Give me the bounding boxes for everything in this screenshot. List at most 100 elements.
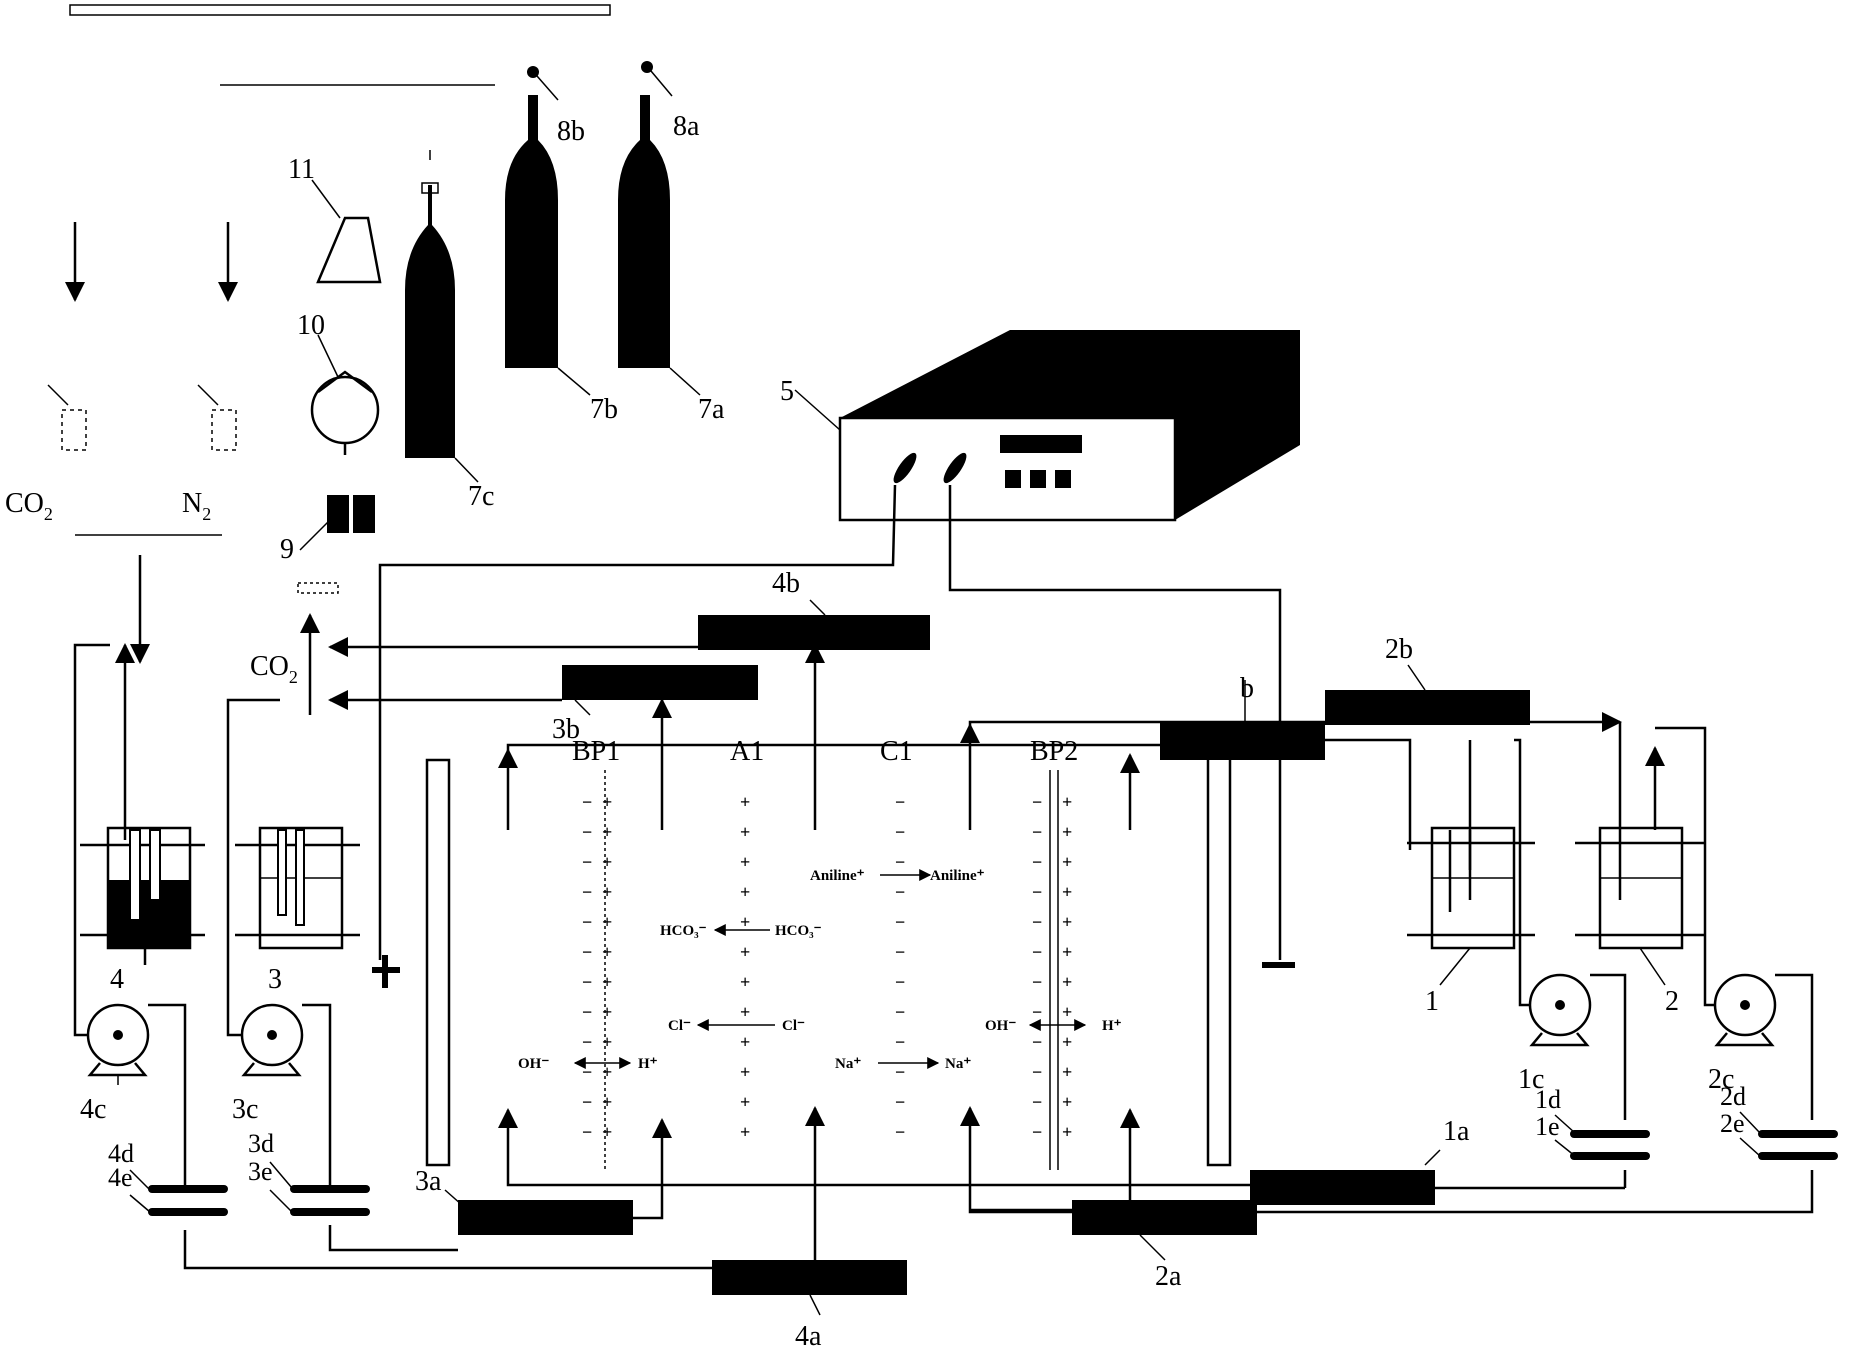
svg-text:+: +: [740, 942, 750, 962]
tank4-pipe-a: [129, 829, 141, 921]
svg-text:−: −: [895, 972, 905, 992]
label-2a: 2a: [1155, 1261, 1182, 1292]
label-2e: 2e: [1720, 1109, 1745, 1138]
label-4b: 4b: [772, 568, 800, 599]
svg-text:+: +: [602, 852, 612, 872]
flowmeter-2a: [1072, 1200, 1257, 1235]
svg-text:−: −: [1032, 792, 1042, 812]
svg-text:+: +: [1062, 1092, 1072, 1112]
positive-wire: [378, 484, 897, 960]
ion-hco3-right: HCO₃⁻: [775, 923, 822, 939]
c1-charges: −−− −−− −−− −−−: [895, 792, 905, 1142]
tank-3-icon: [258, 826, 344, 950]
svg-text:−: −: [582, 1122, 592, 1142]
label-2c: 2c: [1708, 1064, 1734, 1095]
svg-text:−: −: [895, 852, 905, 872]
line-to-2a: [968, 1210, 1072, 1214]
svg-text:−: −: [1032, 852, 1042, 872]
svg-text:−: −: [582, 1062, 592, 1082]
line-3a-to-stack: [633, 1180, 664, 1220]
svg-text:−: −: [1032, 972, 1042, 992]
svg-text:−: −: [895, 1122, 905, 1142]
label-4e: 4e: [108, 1163, 133, 1192]
power-supply-buttons: [1005, 470, 1071, 488]
power-terminal-positive[interactable]: [890, 450, 920, 486]
pump-1c-icon: [1528, 973, 1592, 1037]
pump-3c-outlet: [302, 1003, 332, 1190]
label-2: 2: [1665, 986, 1679, 1017]
pump-1c-base: [1529, 1032, 1590, 1047]
pump-1c-hub: [1555, 1000, 1565, 1010]
svg-text:−: −: [1032, 882, 1042, 902]
leader-3a: [444, 1189, 463, 1206]
power-supply-display: [1000, 435, 1082, 453]
label-4c: 4c: [80, 1094, 106, 1125]
label-11: 11: [288, 154, 315, 185]
pump-1c-outlet: [1590, 973, 1627, 1120]
valve-2d: [1758, 1130, 1838, 1138]
tank3-outlet-left: [226, 698, 280, 985]
ion-cl-left: Cl⁻: [668, 1018, 691, 1034]
valve-3d: [290, 1185, 370, 1193]
co2-gas-label: CO2: [5, 488, 53, 524]
svg-text:−: −: [582, 942, 592, 962]
svg-text:+: +: [602, 822, 612, 842]
svg-text:−: −: [582, 912, 592, 932]
svg-text:−: −: [1032, 1062, 1042, 1082]
svg-text:+: +: [1062, 1062, 1072, 1082]
cylinder-7c-icon: [405, 185, 455, 458]
label-9: 9: [280, 534, 294, 565]
block-9a: [327, 495, 349, 533]
leader-7c: [454, 457, 479, 483]
line-b-to-tank1: [1325, 738, 1412, 840]
svg-text:−: −: [895, 1092, 905, 1112]
svg-text:+: +: [1062, 942, 1072, 962]
svg-text:+: +: [1062, 1002, 1072, 1022]
co2-outlet-icon: [297, 582, 339, 594]
label-8a: 8a: [673, 111, 700, 142]
svg-text:+: +: [602, 972, 612, 992]
cylinder-7c-valve: [421, 182, 439, 194]
label-4: 4: [110, 964, 124, 995]
label-7a: 7a: [698, 394, 725, 425]
pump-4c-inlet: [73, 980, 88, 1037]
label-8b: 8b: [557, 116, 585, 147]
svg-text:+: +: [1062, 1122, 1072, 1142]
membrane-label-bp1: BP1: [572, 736, 620, 767]
tank-1-icon: [1430, 826, 1516, 950]
svg-text:−: −: [895, 792, 905, 812]
flowmeter-3a: [458, 1200, 633, 1235]
flowmeter-b: [1160, 722, 1325, 760]
svg-text:+: +: [740, 852, 750, 872]
leader-3d: [269, 1161, 293, 1189]
ion-h-bp2: H⁺: [1102, 1018, 1122, 1034]
label-3c: 3c: [232, 1094, 258, 1125]
leader-2e: [1739, 1137, 1761, 1157]
tank-2-icon: [1598, 826, 1684, 950]
leader-2a: [1139, 1234, 1166, 1261]
cylinder-7b-icon: [505, 95, 558, 368]
gauge-8b-icon: [527, 66, 539, 78]
flowmeter-3b: [562, 665, 758, 700]
svg-text:+: +: [602, 882, 612, 902]
svg-text:+: +: [1062, 912, 1072, 932]
label-2b: 2b: [1385, 634, 1413, 665]
label-1e: 1e: [1535, 1112, 1560, 1141]
valve-6b-icon: [211, 409, 237, 451]
line-2a-to-2e: [1257, 1170, 1814, 1214]
label-3b: 3b: [552, 714, 580, 745]
cylinder-7a-icon: [618, 95, 670, 368]
valve-2e: [1758, 1152, 1838, 1160]
svg-text:−: −: [895, 912, 905, 932]
power-terminal-negative[interactable]: [940, 450, 970, 486]
flowmeter-2b: [1325, 690, 1530, 725]
gas-pump-10-chevron: [317, 370, 373, 394]
label-1d: 1d: [1535, 1085, 1561, 1114]
tank4-outlet-left: [73, 643, 110, 980]
svg-text:+: +: [740, 1122, 750, 1142]
ion-cl-right: Cl⁻: [782, 1018, 805, 1034]
svg-text:+: +: [1062, 852, 1072, 872]
pump-2c-hub: [1740, 1000, 1750, 1010]
svg-text:+: +: [740, 1002, 750, 1022]
